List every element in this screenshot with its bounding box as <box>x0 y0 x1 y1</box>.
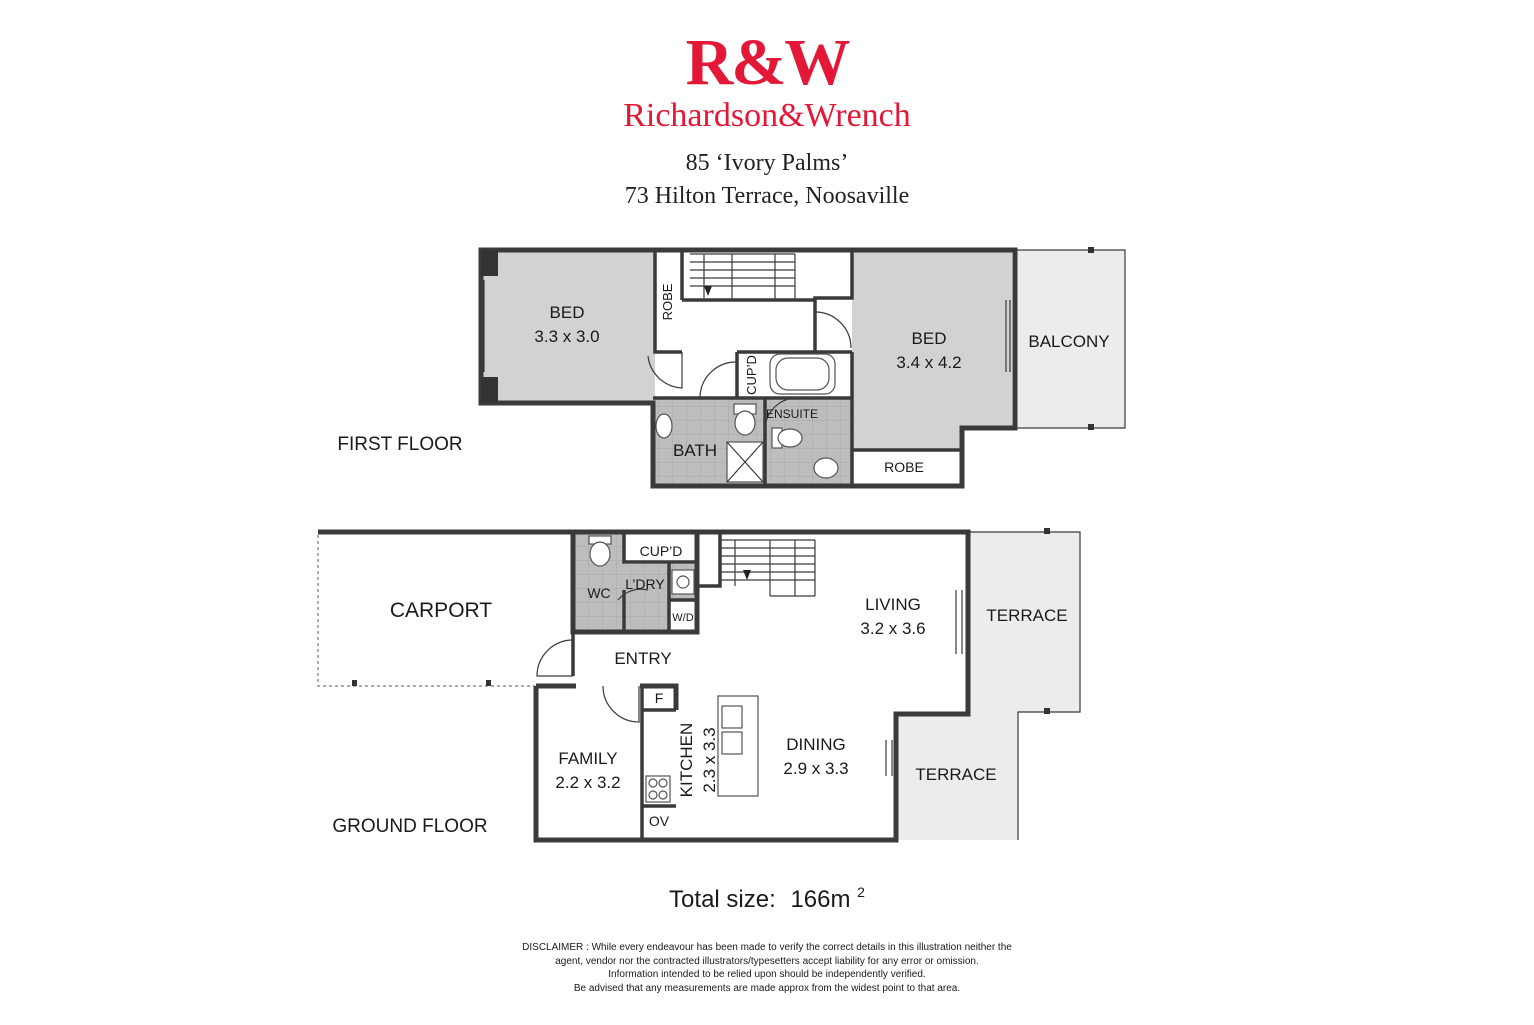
total-size-label: Total size: <box>669 886 776 913</box>
stairs-first <box>690 253 796 300</box>
brand-logo: R&W <box>686 26 850 99</box>
address-line-1: 85 ‘Ivory Palms’ <box>686 150 849 176</box>
terrace-2-label: TERRACE <box>915 765 996 784</box>
toilet-bath <box>733 403 757 436</box>
living-size: 3.2 x 3.6 <box>860 619 925 638</box>
bed-2-name: BED <box>912 329 947 348</box>
ensuite-label: ENSUITE <box>766 407 818 421</box>
robe-2-label: ROBE <box>884 459 924 475</box>
balcony-area <box>1015 250 1125 428</box>
family-name: FAMILY <box>558 749 617 768</box>
wc-label: WC <box>587 585 610 601</box>
bed-1-name: BED <box>550 303 585 322</box>
robe-1-label: ROBE <box>660 283 675 320</box>
living-name: LIVING <box>865 595 921 614</box>
bed-2-area <box>852 252 1012 450</box>
disclaimer: DISCLAIMER : While every endeavour has b… <box>522 942 1012 994</box>
dining-size: 2.9 x 3.3 <box>783 759 848 778</box>
fridge-label: F <box>655 690 664 706</box>
ground-floor-label: GROUND FLOOR <box>332 816 487 837</box>
toilet-wc <box>588 535 612 567</box>
brand-name: Richardson&Wrench <box>623 97 911 134</box>
total-size: Total size: 166m 2 <box>669 884 865 913</box>
first-floor-plan: BED 3.3 x 3.0 ROBE BED 3.4 x 4.2 BALCONY… <box>337 247 1126 489</box>
first-floor-label: FIRST FLOOR <box>337 434 462 455</box>
bed-1-area <box>483 252 655 402</box>
entry-label: ENTRY <box>614 649 671 668</box>
wd-label: W/D <box>672 612 693 624</box>
disclaimer-line-2: agent, vendor nor the contracted illustr… <box>555 956 979 967</box>
dining-name: DINING <box>786 735 846 754</box>
disclaimer-line-4: Be advised that any measurements are mad… <box>574 983 960 994</box>
total-size-value: 166m <box>790 886 850 913</box>
bed-2-size: 3.4 x 4.2 <box>896 353 961 372</box>
toilet-ensuite <box>771 427 803 449</box>
carport-label: CARPORT <box>390 599 492 622</box>
disclaimer-line-3: Information intended to be relied upon s… <box>608 969 925 980</box>
disclaimer-line-1: DISCLAIMER : While every endeavour has b… <box>522 942 1012 953</box>
address-line-2: 73 Hilton Terrace, Noosaville <box>625 183 909 209</box>
kitchen-size: 2.3 x 3.3 <box>700 727 719 792</box>
balcony-label: BALCONY <box>1028 332 1109 351</box>
total-size-unit-sup: 2 <box>857 884 865 900</box>
cupd-first-label: CUP’D <box>744 355 759 395</box>
bath-label: BATH <box>673 441 717 460</box>
laundry-label: L’DRY <box>625 576 665 592</box>
kitchen-name: KITCHEN <box>677 723 696 798</box>
oven-label: OV <box>649 813 670 829</box>
terrace-area <box>896 532 1080 840</box>
family-size: 2.2 x 3.2 <box>555 773 620 792</box>
ground-floor-plan: CARPORT WC CUP’D L’DRY W/D ENTRY LIVING … <box>317 528 1081 843</box>
stairs-ground <box>720 539 816 597</box>
terrace-1-label: TERRACE <box>986 606 1067 625</box>
bed-1-size: 3.3 x 3.0 <box>534 327 599 346</box>
cupd-ground-label: CUP’D <box>640 543 683 559</box>
